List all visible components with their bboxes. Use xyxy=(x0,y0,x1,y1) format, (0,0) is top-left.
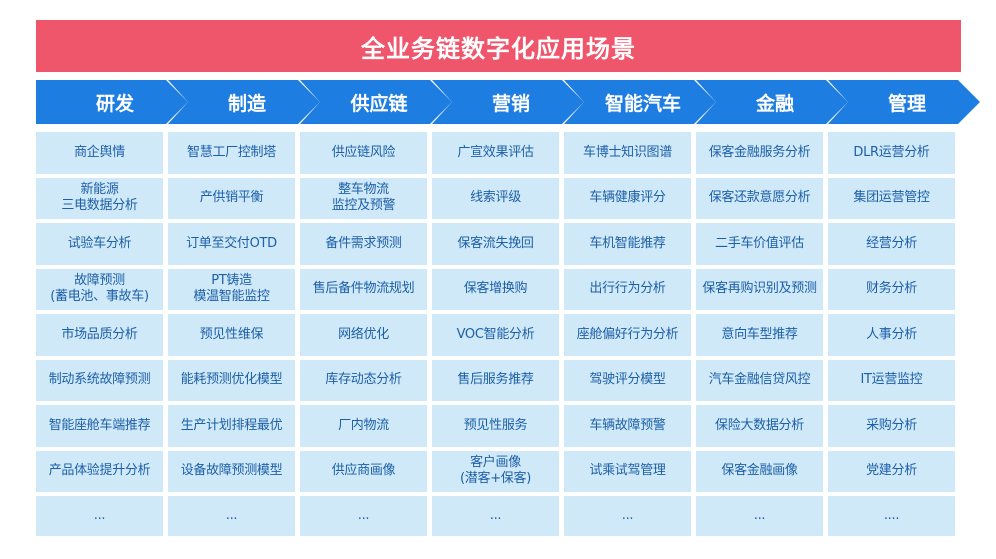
category-label: 管理 xyxy=(887,92,926,115)
scenario-cell: PT铸造 模温智能监控 xyxy=(168,268,295,310)
scenario-cell: 库存动态分析 xyxy=(300,359,427,401)
category-chevron: 研发 xyxy=(36,80,188,124)
scenario-cell: 产品体验提升分析 xyxy=(36,450,163,492)
scenario-cell: 汽车金融信贷风控 xyxy=(696,359,823,401)
scenario-cell: 出行行为分析 xyxy=(564,268,691,310)
scenario-cell: 市场品质分析 xyxy=(36,314,163,356)
scenario-cell: 供应商画像 xyxy=(300,450,427,492)
scenario-cell: 采购分析 xyxy=(828,405,955,447)
category-label: 智能汽车 xyxy=(604,92,681,115)
scenario-cell: 产供销平衡 xyxy=(168,177,295,219)
scenario-cell: 保险大数据分析 xyxy=(696,405,823,447)
category-chevron: 管理 xyxy=(828,80,980,124)
scenario-cell: .... xyxy=(828,496,955,536)
scenario-cell: 驾驶评分模型 xyxy=(564,359,691,401)
scenario-cell: 网络优化 xyxy=(300,314,427,356)
scenario-cell: IT运营监控 xyxy=(828,359,955,401)
scenario-cell: 预见性维保 xyxy=(168,314,295,356)
scenario-cell: VOC智能分析 xyxy=(432,314,559,356)
scenario-cell: 试验车分析 xyxy=(36,223,163,265)
category-chevron: 金融 xyxy=(696,80,848,124)
scenario-cell: 保客金融服务分析 xyxy=(696,132,823,174)
scenario-cell: 车机智能推荐 xyxy=(564,223,691,265)
category-label: 营销 xyxy=(491,92,530,115)
scenario-cell: 整车物流 监控及预警 xyxy=(300,177,427,219)
category-label: 金融 xyxy=(755,92,794,115)
scenario-cell: ... xyxy=(432,496,559,536)
scenario-cell: 订单至交付OTD xyxy=(168,223,295,265)
scenario-cell: 车辆健康评分 xyxy=(564,177,691,219)
scenario-cell: 预见性服务 xyxy=(432,405,559,447)
category-chevron: 智能汽车 xyxy=(564,80,716,124)
category-chevron: 供应链 xyxy=(300,80,452,124)
scenario-cell: 生产计划排程最优 xyxy=(168,405,295,447)
scenario-cell: 故障预测 (蓄电池、事故车) xyxy=(36,268,163,310)
scenario-cell: 保客流失挽回 xyxy=(432,223,559,265)
scenario-cell: 智慧工厂控制塔 xyxy=(168,132,295,174)
scenario-cell: 经营分析 xyxy=(828,223,955,265)
scenario-cell: ... xyxy=(300,496,427,536)
scenario-cell: DLR运营分析 xyxy=(828,132,955,174)
page-title: 全业务链数字化应用场景 xyxy=(36,20,961,72)
scenario-cell: ... xyxy=(36,496,163,536)
scenario-cell: 售后服务推荐 xyxy=(432,359,559,401)
scenario-cell: 广宣效果评估 xyxy=(432,132,559,174)
scenario-cell: 座舱偏好行为分析 xyxy=(564,314,691,356)
scenario-cell: ... xyxy=(564,496,691,536)
scenario-cell: 制动系统故障预测 xyxy=(36,359,163,401)
scenario-cell: 二手车价值评估 xyxy=(696,223,823,265)
scenario-cell: 保客再购识别及预测 xyxy=(696,268,823,310)
scenario-cell: 客户画像 (潜客+保客) xyxy=(432,450,559,492)
scenario-cell: 保客增换购 xyxy=(432,268,559,310)
category-label: 供应链 xyxy=(350,92,408,115)
scenario-cell: 设备故障预测模型 xyxy=(168,450,295,492)
scenario-cell: 保客金融画像 xyxy=(696,450,823,492)
scenario-cell: 意向车型推荐 xyxy=(696,314,823,356)
scenario-cell: 试乘试驾管理 xyxy=(564,450,691,492)
scenario-cell: 集团运营管控 xyxy=(828,177,955,219)
scenario-cell: 智能座舱车端推荐 xyxy=(36,405,163,447)
scenario-cell: 供应链风险 xyxy=(300,132,427,174)
scenario-cell: 新能源 三电数据分析 xyxy=(36,177,163,219)
category-header-row: 研发 制造 供应链 营销 智能汽车 金融 管理 xyxy=(36,80,981,124)
scenario-cell: 人事分析 xyxy=(828,314,955,356)
scenario-cell: 商企舆情 xyxy=(36,132,163,174)
category-chevron: 营销 xyxy=(432,80,584,124)
scenario-cell: 厂内物流 xyxy=(300,405,427,447)
scenario-cell: 线索评级 xyxy=(432,177,559,219)
scenario-cell: 党建分析 xyxy=(828,450,955,492)
scenario-cell: 车博士知识图谱 xyxy=(564,132,691,174)
scenario-cell: ... xyxy=(696,496,823,536)
category-chevron: 制造 xyxy=(168,80,320,124)
scenario-cell: 车辆故障预警 xyxy=(564,405,691,447)
scenario-cell: 保客还款意愿分析 xyxy=(696,177,823,219)
scenario-cell: ... xyxy=(168,496,295,536)
scenario-cell: 售后备件物流规划 xyxy=(300,268,427,310)
scenario-cell: 财务分析 xyxy=(828,268,955,310)
category-label: 制造 xyxy=(227,92,266,115)
scenario-cell: 能耗预测优化模型 xyxy=(168,359,295,401)
scenario-cell: 备件需求预测 xyxy=(300,223,427,265)
category-label: 研发 xyxy=(95,92,134,115)
